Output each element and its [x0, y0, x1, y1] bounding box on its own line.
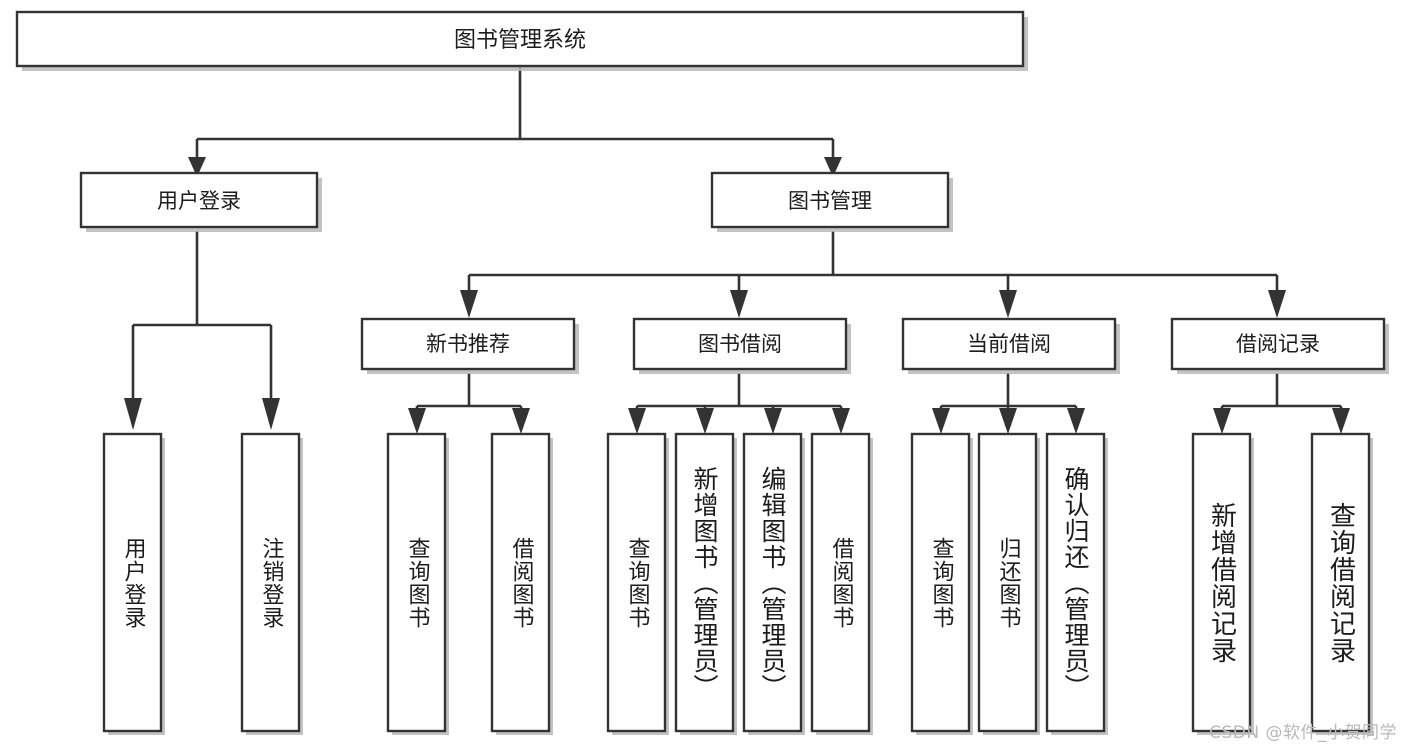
arrow-leaf-return-book [999, 408, 1017, 434]
leaf-logout[interactable] [240, 432, 303, 735]
arrow-borrow-record [1268, 290, 1286, 318]
leaf-query-book-3[interactable] [910, 432, 973, 735]
leaf-edit-book[interactable] [742, 432, 805, 735]
arrow-leaf-borrow-book-1 [512, 408, 530, 434]
arrow-current-borrow [999, 290, 1017, 318]
arrow-new-book-rec [460, 290, 478, 318]
leaf-user-login[interactable] [102, 432, 165, 735]
arrow-leaf-logout [262, 398, 280, 430]
arrow-leaf-query-book-1 [408, 408, 426, 434]
node-borrow-record[interactable]: 借阅记录 [1170, 317, 1389, 374]
node-new-book-rec-label: 新书推荐 [426, 332, 510, 356]
node-current-borrow[interactable]: 当前借阅 [901, 317, 1120, 374]
connector-layer [124, 66, 1350, 434]
node-root[interactable]: 图书管理系统 [15, 10, 1028, 71]
arrow-leaf-add-record [1213, 408, 1231, 434]
arrow-root-to-book-manage [824, 157, 842, 177]
leaf-borrow-book-1[interactable] [490, 432, 553, 735]
node-user-login[interactable]: 用户登录 [79, 171, 322, 232]
node-book-borrow[interactable]: 图书借阅 [632, 317, 851, 374]
arrow-leaf-user-login [124, 398, 142, 430]
arrow-root-to-user-login [188, 157, 206, 177]
arrow-leaf-confirm-return [1067, 408, 1085, 434]
arrow-leaf-add-book [696, 408, 714, 434]
arrow-leaf-edit-book [764, 408, 782, 434]
node-user-login-label: 用户登录 [157, 189, 241, 213]
leaf-confirm-return[interactable] [1045, 432, 1108, 735]
node-book-manage-label: 图书管理 [788, 189, 872, 213]
arrow-book-borrow [730, 290, 748, 318]
leaf-borrow-book-2[interactable] [810, 432, 873, 735]
node-book-manage[interactable]: 图书管理 [710, 171, 953, 232]
leaf-return-book[interactable] [977, 432, 1040, 735]
arrow-leaf-query-record [1332, 408, 1350, 434]
leaf-query-book-1[interactable] [386, 432, 449, 735]
node-root-label: 图书管理系统 [454, 28, 586, 53]
node-book-borrow-label: 图书借阅 [698, 332, 782, 356]
leaf-query-book-2[interactable] [606, 432, 669, 735]
node-current-borrow-label: 当前借阅 [967, 332, 1051, 356]
watermark: CSDN @软件_小贺同学 [1209, 723, 1397, 743]
node-layer: 图书管理系统 用户登录 图书管理 新书推荐 [15, 10, 1389, 735]
leaf-add-record[interactable] [1191, 432, 1254, 735]
arrow-leaf-query-book-2 [628, 408, 646, 434]
node-borrow-record-label: 借阅记录 [1236, 332, 1320, 356]
arrow-leaf-query-book-3 [932, 408, 950, 434]
leaf-add-book[interactable] [674, 432, 737, 735]
leaf-query-record[interactable] [1310, 432, 1373, 735]
node-new-book-rec[interactable]: 新书推荐 [360, 317, 579, 374]
arrow-leaf-borrow-book-2 [832, 408, 850, 434]
